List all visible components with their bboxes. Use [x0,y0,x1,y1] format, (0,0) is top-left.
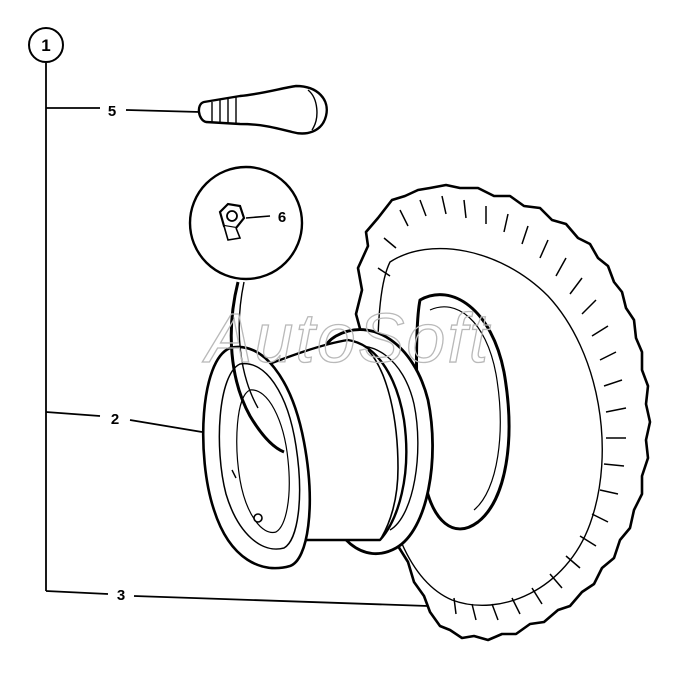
leader-5-right [125,109,201,113]
nut-detail [188,165,304,281]
leader-6 [245,215,271,219]
label-tire: 3 [117,587,125,604]
main-callout: 1 [28,27,64,63]
valve-stem [197,84,328,135]
callout-lines [45,63,429,607]
label-nut: 6 [278,209,286,226]
leader-3-right [133,595,429,607]
valve-stem-body [197,84,328,135]
valve-hole [253,513,263,523]
rim-mark [231,469,237,479]
wheel-rim [201,281,434,570]
leader-3-left [45,590,109,595]
valve-route-line [229,281,285,454]
rim-center-opening [236,389,290,533]
valve-route-line-2 [238,281,259,409]
detail-circle [188,165,304,281]
label-valve-stem: 5 [108,103,116,120]
watermark: AutoSoft [202,299,491,377]
nut-icon [218,202,246,241]
main-callout-circle [28,27,64,63]
leader-2-left [45,411,101,417]
leader-2-right [129,419,203,433]
main-callout-label: 1 [41,36,50,55]
tire [354,183,652,642]
valve-head-edge [307,89,318,131]
rim-bead [367,349,399,541]
rim-rear-flange-inner [341,345,419,531]
tire-bore-inner [429,306,501,511]
rim-flange-inner [218,363,301,550]
label-wheel-rim: 2 [111,411,119,428]
valve-cap-ridges [211,97,237,124]
tire-tread-lugs [377,195,627,621]
